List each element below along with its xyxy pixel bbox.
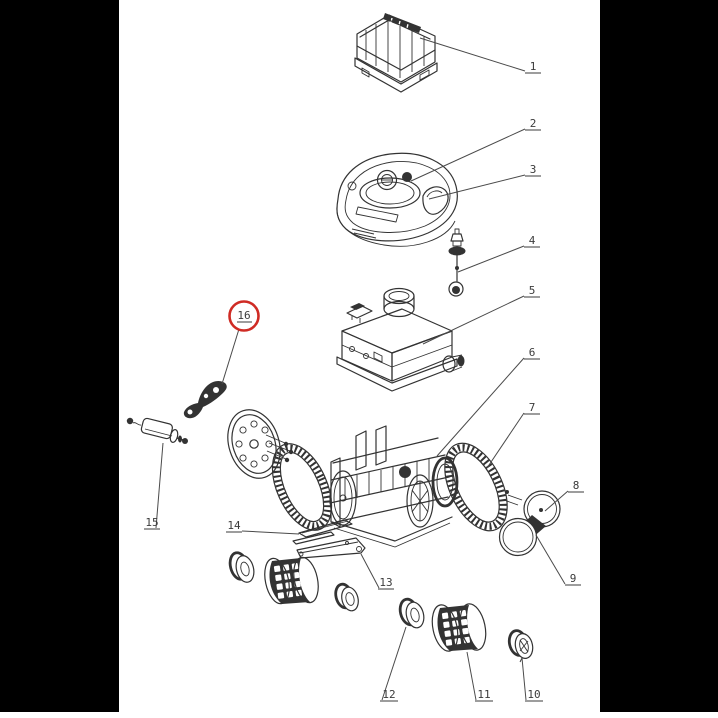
part-label-13: 13 <box>379 576 392 589</box>
part-label-16: 16 <box>237 309 250 322</box>
white-sheet <box>119 0 600 718</box>
part-label-5: 5 <box>529 284 536 297</box>
part-12-hub-drawing <box>398 597 425 629</box>
part-labels: 1 2 3 4 5 6 7 8 9 10 11 12 13 14 15 16 <box>144 60 584 702</box>
part-15-damper-drawing <box>126 417 188 444</box>
part-label-14: 14 <box>227 519 241 532</box>
part-label-10: 10 <box>527 688 540 701</box>
bottom-white-strip <box>0 712 718 718</box>
part-label-9: 9 <box>570 572 577 585</box>
part-8-9-discs-drawing <box>498 490 561 557</box>
part-3-side-flap-drawing <box>422 186 449 215</box>
cover-knob <box>402 172 412 182</box>
part-1-filter-frame-drawing <box>354 13 438 93</box>
highlight-circle-16 <box>228 300 260 332</box>
part-label-1: 1 <box>530 60 537 73</box>
part-13-brush-bar-drawing <box>292 531 366 559</box>
part-label-11: 11 <box>477 688 490 701</box>
part-16-bracket-drawing <box>183 380 227 419</box>
part-6-chassis-drawing <box>329 425 459 548</box>
part-label-7: 7 <box>529 401 536 414</box>
part-2-top-cover-drawing <box>336 152 458 247</box>
part-label-12: 12 <box>382 688 395 701</box>
left-roller-set-drawing <box>228 551 359 612</box>
part-label-2: 2 <box>530 117 537 130</box>
part-14-flat-bar-drawing <box>298 519 353 538</box>
part-10-hub-drawing <box>507 629 534 663</box>
part-7-track-belt-drawing <box>444 442 508 532</box>
part-label-8: 8 <box>573 479 580 492</box>
part-11-roller-drawing <box>431 603 487 652</box>
leader-lines <box>155 37 569 701</box>
part-label-4: 4 <box>529 234 536 247</box>
part-label-6: 6 <box>529 346 536 359</box>
part-label-3: 3 <box>530 163 537 176</box>
part-5-motor-unit-drawing <box>336 287 465 392</box>
part-4-valve-drawing <box>448 228 466 297</box>
part-label-15: 15 <box>145 516 158 529</box>
left-track-belt-drawing <box>271 443 333 531</box>
